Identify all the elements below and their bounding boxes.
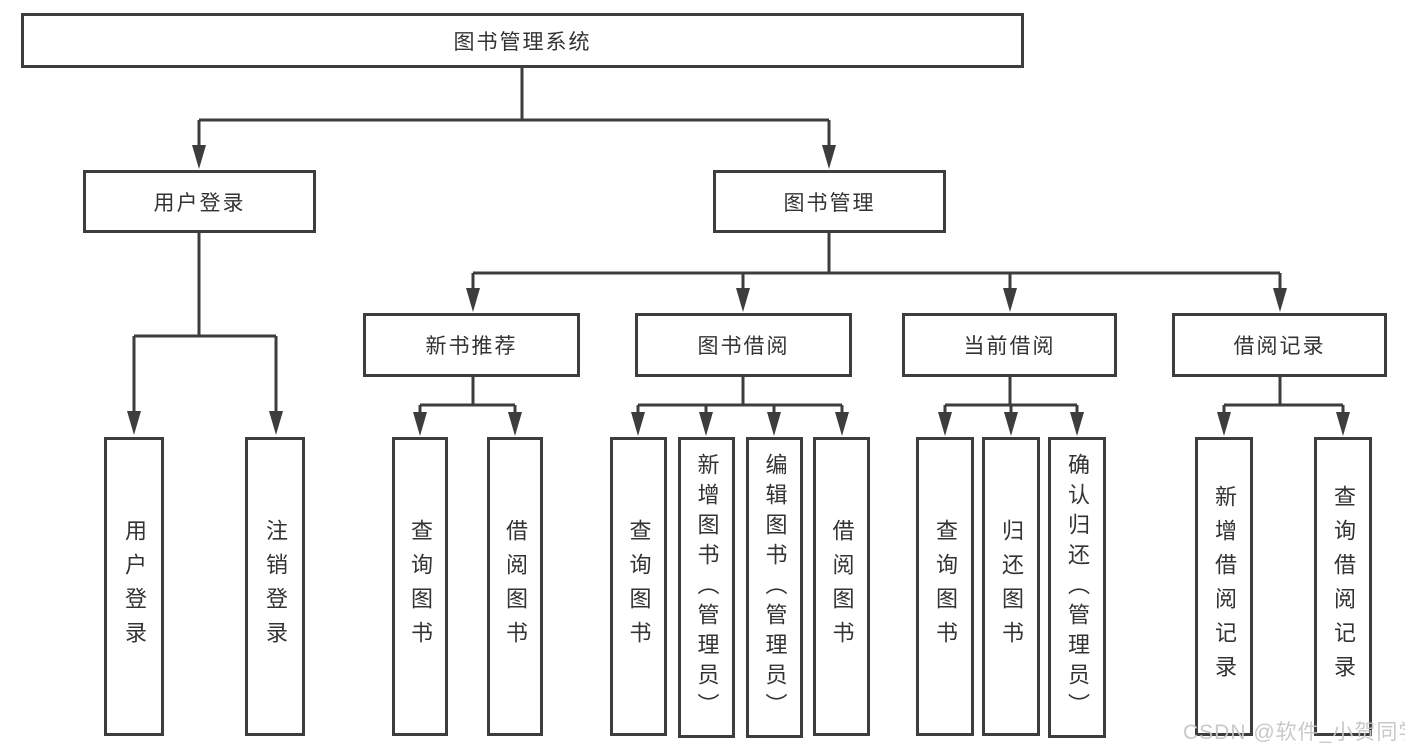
leaf-borrow-borrow-books: 借阅图书 [813, 437, 870, 736]
leaf-borrow-add-books-admin: 新增图书（管理员） [678, 437, 735, 738]
node-current-borrow: 当前借阅 [902, 313, 1117, 377]
leaf-borrow-query-books: 查询图书 [610, 437, 667, 736]
leaf-current-confirm-return-admin: 确认归还（管理员） [1048, 437, 1106, 738]
node-book-management: 图书管理 [713, 170, 946, 233]
node-root-system: 图书管理系统 [21, 13, 1024, 68]
csdn-watermark: CSDN @软件_小贺同学 [1183, 721, 1405, 744]
node-user-login: 用户登录 [83, 170, 316, 233]
node-new-book-recommend: 新书推荐 [363, 313, 580, 377]
leaf-user-login: 用户登录 [104, 437, 164, 736]
leaf-borrow-edit-books-admin: 编辑图书（管理员） [746, 437, 803, 738]
node-borrow-records: 借阅记录 [1172, 313, 1387, 377]
node-book-borrow: 图书借阅 [635, 313, 852, 377]
leaf-record-query-borrow-record: 查询借阅记录 [1314, 437, 1372, 736]
leaf-logout-login: 注销登录 [245, 437, 305, 736]
arrowheads [127, 145, 1350, 436]
leaf-current-return-books: 归还图书 [982, 437, 1040, 736]
leaf-newbook-query-books: 查询图书 [392, 437, 448, 736]
leaf-record-add-borrow-record: 新增借阅记录 [1195, 437, 1253, 736]
leaf-current-query-books: 查询图书 [916, 437, 974, 736]
leaf-newbook-borrow-books: 借阅图书 [487, 437, 543, 736]
